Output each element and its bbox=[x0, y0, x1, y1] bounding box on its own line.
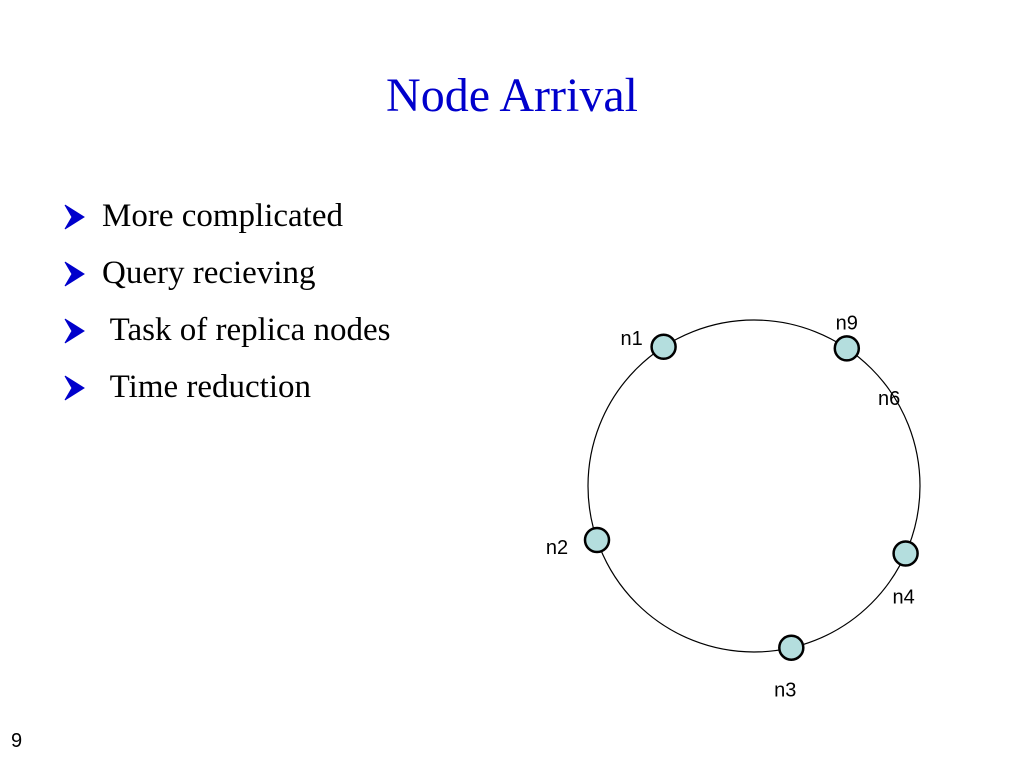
bullet-text: More complicated bbox=[102, 198, 343, 234]
node-label-n9: n9 bbox=[836, 312, 858, 334]
node-label-n3: n3 bbox=[774, 680, 796, 702]
bullet-text: Query recieving bbox=[102, 255, 316, 291]
node-label-n6: n6 bbox=[878, 388, 900, 410]
bullet-text: Task of replica nodes bbox=[102, 312, 391, 348]
ring-node-n3 bbox=[778, 634, 805, 661]
arrowhead-bullet-icon bbox=[62, 204, 102, 230]
node-label-n2: n2 bbox=[546, 537, 568, 559]
arrowhead-bullet-icon bbox=[62, 261, 102, 287]
bullet-item: Query recieving bbox=[62, 245, 391, 302]
page-number: 9 bbox=[11, 730, 23, 752]
bullet-item: More complicated bbox=[62, 188, 391, 245]
ring-node-n1 bbox=[650, 333, 677, 361]
node-label-n4: n4 bbox=[892, 587, 914, 609]
node-label-n1: n1 bbox=[620, 328, 642, 350]
slide-title: Node Arrival bbox=[386, 69, 638, 122]
bullet-list: More complicated Query recieving Task of… bbox=[62, 188, 391, 416]
ring-circle bbox=[587, 319, 921, 653]
ring-node-n9 bbox=[833, 335, 861, 362]
bullet-text: Time reduction bbox=[102, 369, 312, 405]
ring-node-n4 bbox=[892, 540, 919, 567]
bullet-item: Task of replica nodes bbox=[62, 302, 391, 359]
ring-nodes: n9 n6 n1 n2 n4 n3 bbox=[546, 312, 919, 702]
ring-node-n2 bbox=[583, 526, 611, 554]
arrowhead-bullet-icon bbox=[62, 318, 102, 344]
bullet-item: Time reduction bbox=[62, 359, 391, 416]
arrowhead-bullet-icon bbox=[62, 375, 102, 401]
